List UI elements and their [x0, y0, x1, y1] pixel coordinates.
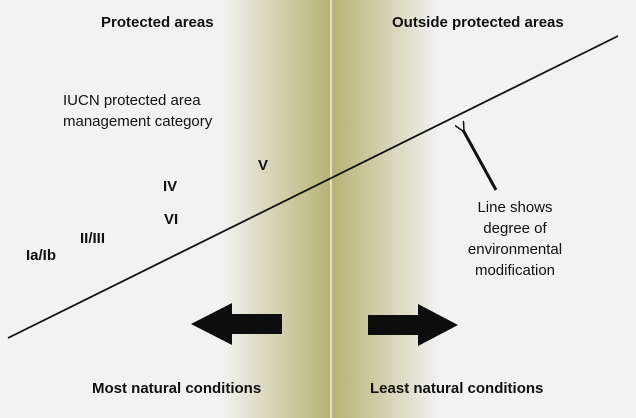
category-title: IUCN protected area management category	[63, 90, 212, 132]
annotation-line3: environmental	[467, 241, 563, 258]
annotation-line1: Line shows	[477, 199, 553, 216]
category-title-line1: IUCN protected area	[63, 92, 201, 109]
category-title-line2: management category	[63, 113, 213, 130]
footer-least-natural: Least natural conditions	[370, 380, 544, 397]
category-vi: VI	[164, 211, 179, 228]
category-iv: IV	[163, 178, 178, 195]
footer-most-natural: Most natural conditions	[92, 380, 262, 397]
left-arrow	[191, 303, 282, 345]
right-arrow	[368, 304, 458, 346]
annotation-line4: modification	[474, 262, 556, 279]
annotation-line2: degree of	[483, 220, 547, 237]
header-protected-areas: Protected areas	[101, 14, 214, 31]
category-ia-ib: Ia/Ib	[26, 247, 57, 264]
category-ii-iii: II/III	[80, 230, 106, 247]
annotation-text: Line shows degree of environmental modif…	[455, 197, 575, 281]
modification-line	[7, 35, 619, 339]
header-outside-protected-areas: Outside protected areas	[392, 14, 564, 31]
category-v: V	[258, 157, 269, 174]
annotation-pointer-arrow	[463, 130, 498, 191]
